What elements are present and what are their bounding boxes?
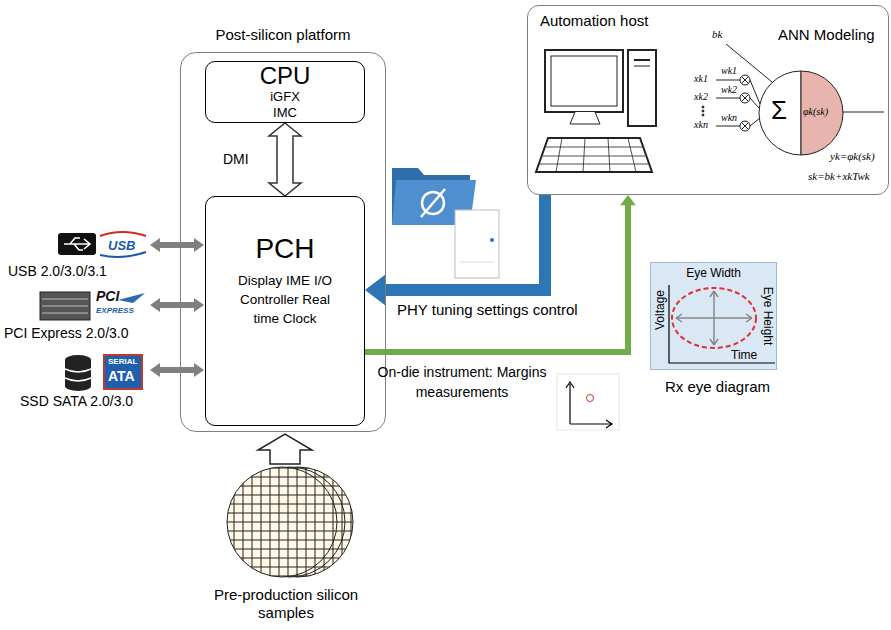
connector <box>365 195 545 306</box>
node-title: CPU <box>260 63 311 89</box>
label: PCI Express 2.0/3.0 <box>4 325 129 341</box>
eye-arrows <box>676 291 752 345</box>
node-title: PCH <box>255 233 314 265</box>
usb-logo <box>100 232 146 236</box>
label: ANN Modeling <box>778 26 875 43</box>
usb-icon <box>58 233 96 255</box>
label: ATA <box>108 368 135 384</box>
label: bk <box>712 28 722 40</box>
pci-icon <box>40 292 145 320</box>
neuron-left-half <box>759 71 801 155</box>
node-text: Voltage <box>653 290 667 330</box>
folder-icon <box>392 168 499 278</box>
arrow-line <box>365 204 628 352</box>
edge-label: PHY tuning settings control <box>397 301 578 318</box>
label: PCI <box>96 288 119 304</box>
io-arrows <box>150 238 204 377</box>
cpu-box: CPUiGFX IMC <box>205 61 365 123</box>
node-title: Automation host <box>540 12 648 29</box>
label: USB 2.0/3.0/3.1 <box>8 263 107 279</box>
wafer-samples <box>227 434 353 577</box>
label: sk=bk+xkTwk <box>808 170 870 182</box>
node-text: iGFX IMC <box>265 89 305 121</box>
label: SERIAL <box>108 357 137 366</box>
label: USB <box>108 238 135 253</box>
label: EXPRESS <box>96 306 134 315</box>
arrow-head <box>365 274 385 305</box>
edge-label: DMI <box>223 151 249 167</box>
label: Pre-production silicon samples <box>200 586 372 622</box>
platform-box: Post-silicon platformCPUiGFX IMCPCHDispl… <box>180 52 386 432</box>
arrow-head <box>620 195 636 205</box>
node-text: Eye Height <box>761 287 775 346</box>
pch-box: PCH Display IME I/O Controller Real time … <box>205 196 365 426</box>
node-text: φk(sk) <box>803 106 828 118</box>
label: yk=φk(sk) <box>830 150 875 162</box>
label: xk1 <box>694 73 708 84</box>
neuron-node: Σφk(sk) <box>759 71 843 155</box>
label: wk2 <box>721 84 737 95</box>
label: wkn <box>721 112 737 123</box>
neuron-right-half <box>801 71 843 155</box>
label: SSD SATA 2.0/3.0 <box>20 393 133 409</box>
margin-chart-icon <box>557 374 619 430</box>
eye-opening <box>672 288 756 348</box>
label: xk2 <box>694 91 708 102</box>
edge-label: On-die instrument: Margins measurements <box>376 362 548 402</box>
node-title: Σ <box>771 95 787 125</box>
label: wk1 <box>721 65 737 76</box>
arrow-line <box>384 195 545 290</box>
label: Rx eye diagram <box>665 378 770 395</box>
node-text: Time <box>731 348 757 362</box>
connector <box>269 123 301 196</box>
node-text: Display IME I/O Controller Real time Clo… <box>236 271 334 328</box>
computer-icon <box>536 50 656 172</box>
label: xkn <box>694 119 708 130</box>
node-title: Eye Width <box>651 266 776 280</box>
connector <box>365 195 636 352</box>
eye-diagram-box: Eye WidthVoltage Eye HeightTime <box>650 262 777 370</box>
axes <box>669 285 775 363</box>
sata-icon <box>65 355 142 391</box>
dmi-arrow <box>269 123 301 196</box>
node-title: Post-silicon platform <box>161 26 405 43</box>
